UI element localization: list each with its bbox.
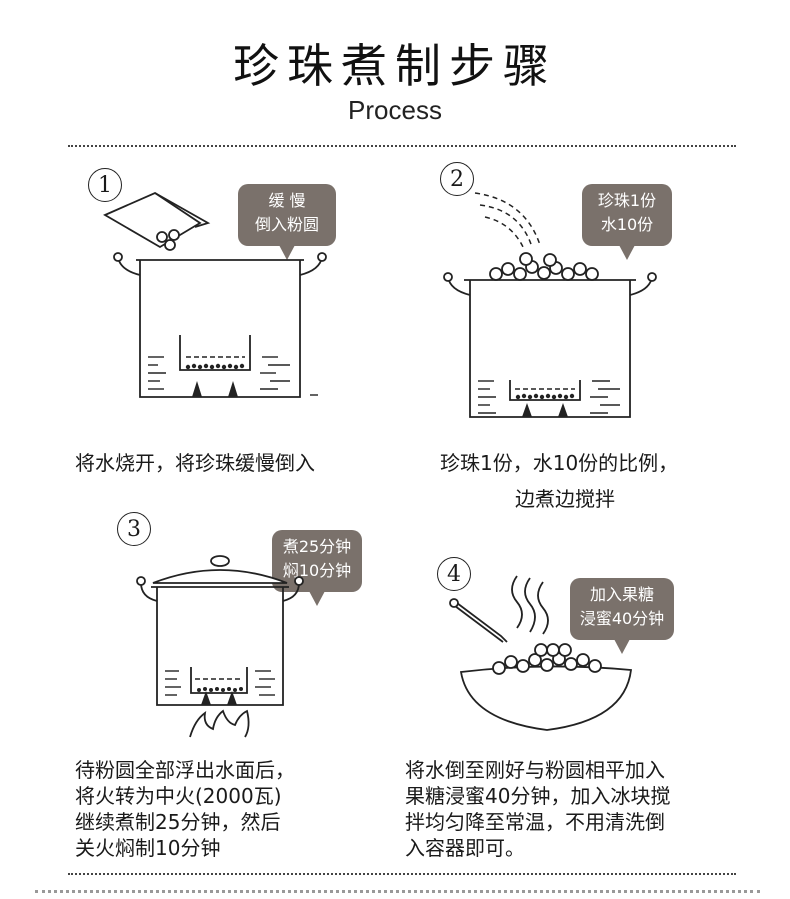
- step-3-illustration: [136, 555, 304, 738]
- page-title: 珍珠煮制步骤: [233, 39, 557, 93]
- step-3-caption: 待粉圆全部浮出水面后， 将火转为中火(2000瓦) 继续煮制25分钟，然后 关火…: [75, 757, 295, 861]
- step-2-bubble-line: 水10份: [600, 215, 654, 234]
- top-divider: [68, 145, 736, 147]
- step-4-bubble-line: 加入果糖: [589, 585, 654, 604]
- step-3-number: 3: [117, 512, 151, 546]
- caption-line: 边煮边搅拌: [515, 487, 615, 511]
- step-2-bubble-line: 珍珠1份: [597, 191, 657, 210]
- step-4-bubble-line: 浸蜜40分钟: [579, 609, 665, 628]
- caption-line: 将水烧开，将珍珠缓慢倒入: [75, 451, 315, 475]
- step-1-caption: 将水烧开，将珍珠缓慢倒入: [75, 450, 315, 476]
- step-3-bubble-line: 焖10分钟: [282, 561, 352, 580]
- step-4-number: 4: [437, 557, 471, 591]
- caption-line: 待粉圆全部浮出水面后，: [75, 758, 295, 782]
- step-3-bubble-line: 煮25分钟: [282, 537, 352, 556]
- step-1-bubble-line: 缓 慢: [268, 191, 306, 210]
- bottom-divider: [68, 873, 736, 875]
- step-2-caption: 珍珠1份，水10份的比例， 边煮边搅拌: [440, 450, 678, 512]
- step-1-bubble-line: 倒入粉圆: [254, 215, 319, 234]
- caption-line: 关火焖制10分钟: [75, 836, 221, 860]
- step-2-illustration: [443, 192, 657, 418]
- caption-line: 入容器即可。: [405, 836, 525, 860]
- step-3-bubble: 煮25分钟 焖10分钟: [272, 530, 362, 606]
- step-4-bubble: 加入果糖 浸蜜40分钟: [570, 578, 674, 654]
- step-2-bubble: 珍珠1份 水10份: [582, 184, 672, 260]
- step-4-caption: 将水倒至刚好与粉圆相平加入 果糖浸蜜40分钟，加入冰块搅 拌均匀降至常温，不用清…: [405, 757, 670, 861]
- step-4-illustration: [449, 575, 633, 731]
- caption-line: 将水倒至刚好与粉圆相平加入: [405, 758, 665, 782]
- page-subtitle: Process: [348, 95, 442, 125]
- step-1-illustration: [103, 191, 327, 398]
- step-2-number: 2: [440, 162, 474, 196]
- step-1-number: 1: [88, 168, 122, 202]
- caption-line: 拌均匀降至常温，不用清洗倒: [405, 810, 665, 834]
- bottom-dotted-border: [35, 890, 760, 893]
- step-1-bubble: 缓 慢 倒入粉圆: [238, 184, 336, 260]
- caption-line: 继续煮制25分钟，然后: [75, 810, 281, 834]
- caption-line: 果糖浸蜜40分钟，加入冰块搅: [405, 784, 671, 808]
- caption-line: 将火转为中火(2000瓦): [75, 784, 282, 808]
- caption-line: 珍珠1份，水10份的比例，: [440, 451, 679, 475]
